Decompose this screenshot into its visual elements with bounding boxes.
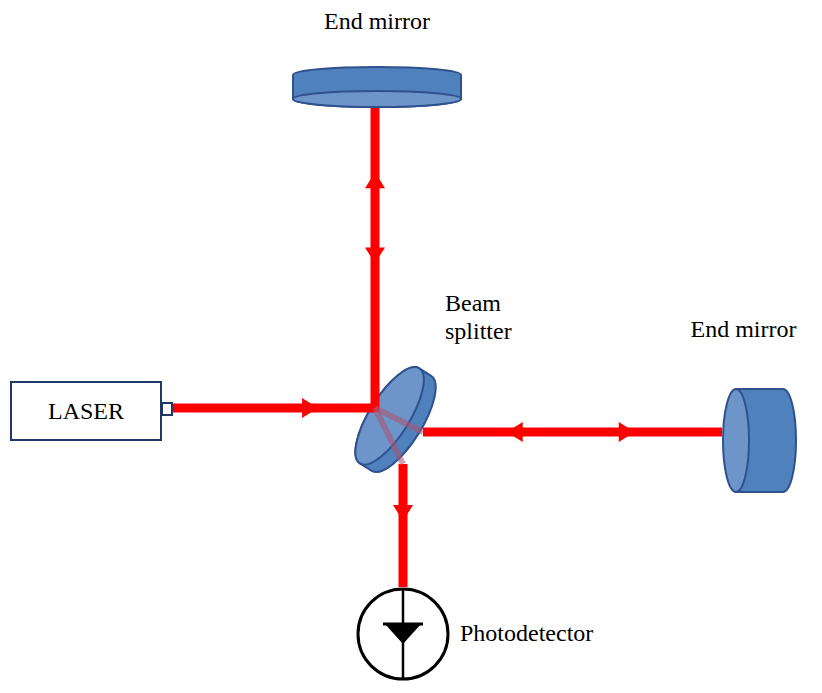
mirror-face bbox=[293, 91, 461, 107]
laser-beam bbox=[162, 398, 335, 418]
splitter-face bbox=[343, 358, 436, 474]
end-mirror-shape bbox=[722, 388, 797, 493]
beam-line bbox=[399, 480, 408, 587]
mirror-face bbox=[723, 389, 749, 492]
beam-splitter: Beam splitter bbox=[335, 352, 447, 480]
laser-housing bbox=[11, 382, 161, 440]
mirror-body bbox=[293, 67, 461, 107]
arrowhead bbox=[507, 422, 523, 442]
part-label: End mirror bbox=[324, 8, 430, 36]
laser-beam bbox=[393, 480, 413, 587]
splitter-body bbox=[343, 358, 448, 482]
part-label: End mirror bbox=[691, 316, 797, 344]
laser-beam bbox=[365, 108, 385, 352]
end-mirror: End mirror bbox=[722, 388, 797, 493]
laser-beam bbox=[447, 422, 722, 442]
internal-beam bbox=[375, 408, 423, 432]
diode-bar bbox=[383, 623, 423, 626]
beam-line bbox=[447, 428, 722, 437]
part-label: Photodetector bbox=[460, 620, 593, 648]
arrowhead bbox=[619, 422, 635, 442]
diode-triangle bbox=[385, 624, 421, 644]
beam-segment bbox=[335, 404, 375, 413]
end-mirror-shape bbox=[292, 66, 462, 108]
beam-line bbox=[371, 108, 380, 352]
laser-source: LASER bbox=[10, 381, 162, 441]
beam-splitter-shape bbox=[335, 352, 447, 480]
arrowhead bbox=[393, 505, 413, 521]
photodetector-shape bbox=[356, 587, 450, 681]
arrowhead bbox=[302, 398, 318, 418]
laser-aperture bbox=[162, 403, 172, 415]
end-mirror: End mirror bbox=[292, 66, 462, 108]
beam-segment bbox=[423, 428, 447, 437]
part-label: Beam splitter bbox=[445, 290, 541, 345]
arrowhead bbox=[365, 247, 385, 263]
box-label: LASER bbox=[48, 398, 124, 425]
photodetector: Photodetector bbox=[356, 587, 450, 681]
detector-circle bbox=[358, 589, 448, 679]
beam-segment bbox=[399, 464, 408, 480]
beam-segment bbox=[371, 352, 380, 412]
arrowhead bbox=[365, 172, 385, 188]
